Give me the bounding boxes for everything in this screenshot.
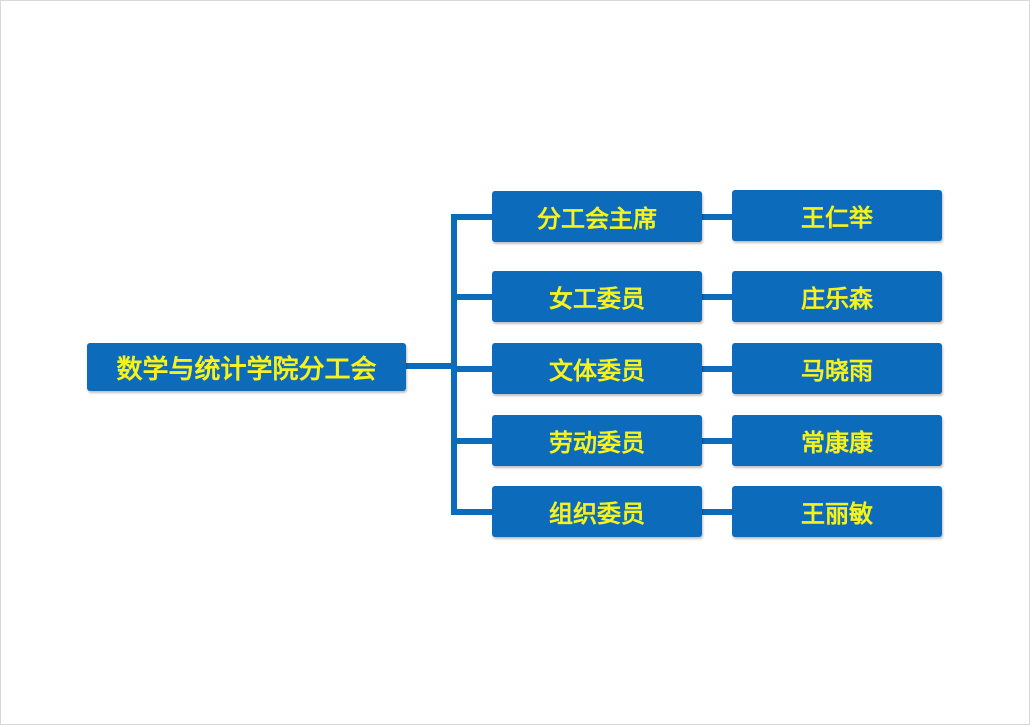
pair-connector-2	[702, 294, 733, 300]
branch-connector-5	[451, 509, 493, 515]
person-node-3: 马晓雨	[732, 343, 942, 394]
pair-connector-3	[702, 366, 733, 372]
pair-connector-4	[702, 438, 733, 444]
branch-connector-3	[451, 366, 493, 372]
role-node-culture-sports: 文体委员	[492, 343, 702, 394]
branch-connector-4	[451, 438, 493, 444]
person-node-2: 庄乐森	[732, 271, 942, 322]
role-node-organization: 组织委员	[492, 486, 702, 537]
root-node: 数学与统计学院分工会	[87, 343, 406, 391]
role-node-chairman: 分工会主席	[492, 191, 702, 242]
pair-connector-5	[702, 509, 733, 515]
branch-connector-1	[451, 214, 493, 220]
person-node-4: 常康康	[732, 415, 942, 466]
role-node-women-committee: 女工委员	[492, 271, 702, 322]
vertical-trunk	[451, 216, 457, 514]
branch-connector-2	[451, 294, 493, 300]
person-node-5: 王丽敏	[732, 486, 942, 537]
person-node-1: 王仁举	[732, 190, 942, 241]
root-connector	[406, 363, 454, 369]
role-node-labor: 劳动委员	[492, 415, 702, 466]
pair-connector-1	[702, 214, 733, 220]
